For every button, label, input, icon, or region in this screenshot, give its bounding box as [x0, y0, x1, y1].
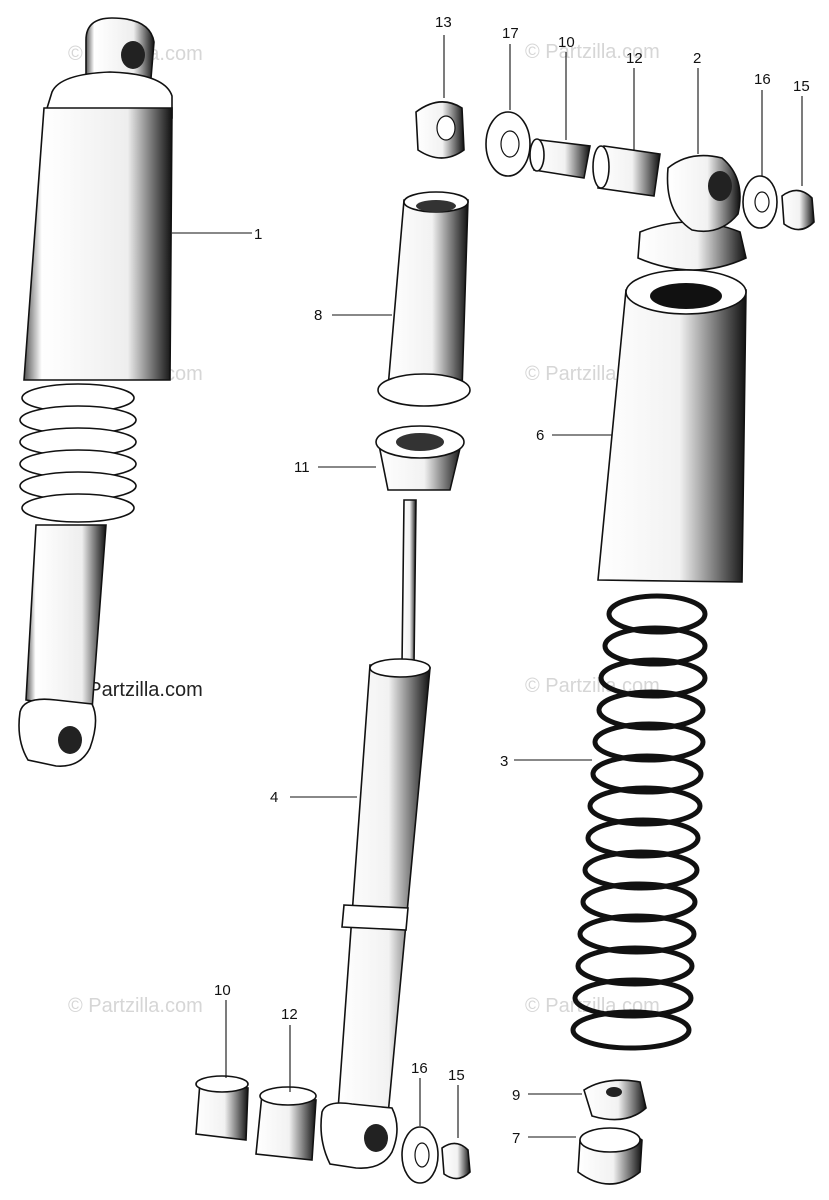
callout-12-top: 12	[626, 50, 643, 67]
callout-6: 6	[536, 427, 544, 444]
top-collar	[529, 138, 591, 179]
rubber-bush	[375, 425, 465, 491]
callout-12-bottom: 12	[281, 1006, 298, 1023]
spring-cover	[597, 269, 747, 583]
watermark: © Partzilla.com	[68, 679, 203, 701]
callout-17: 17	[502, 25, 519, 42]
callout-labels: 1 2 3 4 6 7 8 9 10 10 11 12 12 13 15 15 …	[214, 14, 810, 1147]
watermark: © Partzilla.com	[68, 995, 203, 1017]
callout-7: 7	[512, 1130, 520, 1147]
damper-unit	[320, 499, 431, 1169]
callout-15-bottom: 15	[448, 1067, 465, 1084]
callout-13: 13	[435, 14, 452, 31]
callout-3: 3	[500, 753, 508, 770]
stopper-plate	[583, 1079, 647, 1121]
callout-4: 4	[270, 789, 278, 806]
top-washer-17	[485, 111, 531, 177]
top-washer-16	[742, 175, 778, 229]
top-bush	[592, 145, 661, 197]
bump-rubber	[577, 1127, 643, 1185]
callout-16-bottom: 16	[411, 1060, 428, 1077]
callout-15-top: 15	[793, 78, 810, 95]
top-washer-13	[415, 101, 465, 159]
upper-mount-eye	[637, 154, 747, 271]
callout-11: 11	[294, 459, 310, 476]
callout-1: 1	[254, 226, 262, 243]
bottom-collar	[195, 1075, 249, 1141]
top-nut	[781, 189, 815, 231]
bottom-nut	[441, 1142, 471, 1180]
upper-cover-tube	[377, 191, 471, 407]
callout-2: 2	[693, 50, 701, 67]
bottom-washer	[401, 1126, 439, 1184]
callout-8: 8	[314, 307, 322, 324]
callout-10-top: 10	[558, 34, 575, 51]
callout-16-top: 16	[754, 71, 771, 88]
callout-9: 9	[512, 1087, 520, 1104]
watermark: © Partzilla.com	[525, 41, 660, 63]
coil-spring	[570, 593, 708, 1051]
callout-10-bottom: 10	[214, 982, 231, 999]
shock-absorber-assembly	[18, 17, 173, 767]
bottom-bush	[255, 1086, 317, 1161]
